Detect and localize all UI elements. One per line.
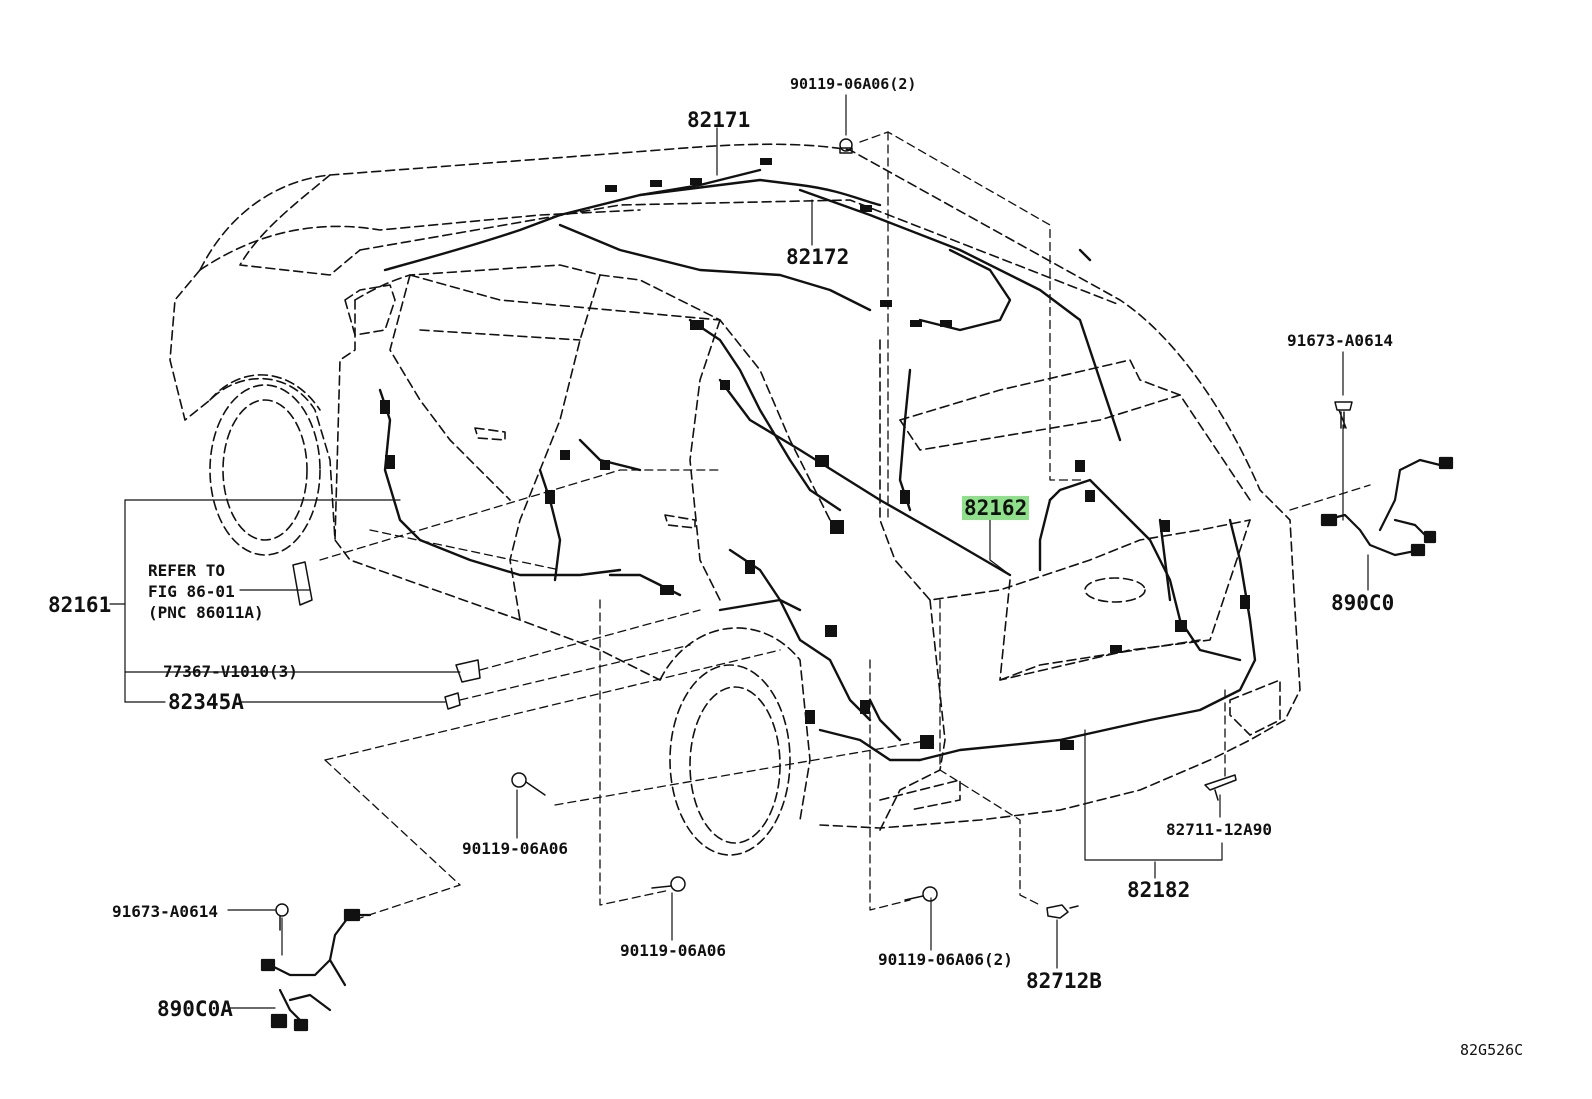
- label-90119-06a06-2-bottom[interactable]: 90119-06A06(2): [878, 950, 1013, 969]
- sensor-harness-890C0: [1320, 456, 1454, 557]
- refer-to-line-1: REFER TO: [148, 561, 226, 580]
- label-91673-a0614-right[interactable]: 91673-A0614: [1287, 331, 1393, 350]
- label-82172[interactable]: 82172: [786, 245, 850, 269]
- sensor-harness-890C0A: [260, 908, 372, 1032]
- label-82171[interactable]: 82171: [687, 108, 751, 132]
- label-90119-06a06-2-top[interactable]: 90119-06A06(2): [790, 75, 917, 93]
- label-91673-a0614-left[interactable]: 91673-A0614: [112, 902, 218, 921]
- label-82162[interactable]: 82162: [962, 496, 1030, 520]
- diagram-id: 82G526C: [1460, 1041, 1524, 1059]
- callout-lines: [319, 131, 1371, 919]
- connectors: [380, 158, 1250, 750]
- fasteners: [275, 138, 1353, 931]
- label-82182[interactable]: 82182: [1127, 878, 1191, 902]
- label-890c0a[interactable]: 890C0A: [157, 997, 233, 1021]
- label-890c0[interactable]: 890C0: [1331, 591, 1395, 615]
- vehicle-body-outline: [169, 143, 1301, 856]
- refer-to-line-3[interactable]: (PNC 86011A): [148, 603, 264, 622]
- leader-lines: [109, 94, 1369, 1009]
- label-82345a[interactable]: 82345A: [168, 690, 244, 714]
- label-82712b[interactable]: 82712B: [1026, 969, 1102, 993]
- label-77367-v1010-3[interactable]: 77367-V1010(3): [163, 662, 298, 681]
- label-82711-12a90[interactable]: 82711-12A90: [1166, 820, 1272, 839]
- label-90119-06a06-b[interactable]: 90119-06A06: [620, 941, 726, 960]
- label-90119-06a06-a[interactable]: 90119-06A06: [462, 839, 568, 858]
- highlighted-part-82162: 82162: [962, 496, 1030, 520]
- refer-to-line-2[interactable]: FIG 86-01: [148, 582, 235, 601]
- label-82161[interactable]: 82161: [48, 593, 112, 617]
